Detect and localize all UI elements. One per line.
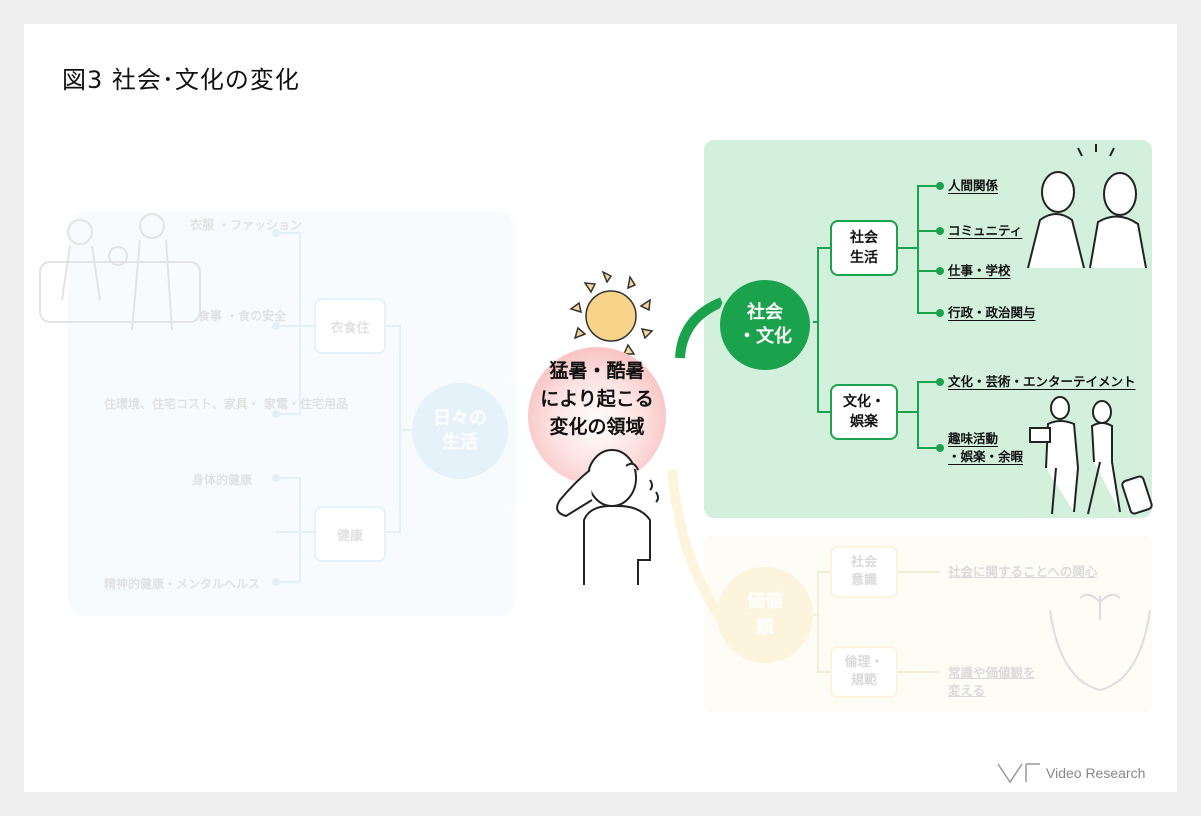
box-ethics-norms: 倫理・ 規範 — [830, 646, 898, 698]
sun-icon — [569, 270, 654, 361]
item-food: 食事 ・食の安全 — [198, 309, 287, 323]
box-social-life: 社会 生活 — [830, 220, 898, 276]
circle-society-culture: 社会 ・文化 — [717, 277, 813, 373]
box-clothing-food-housing: 衣食住 — [314, 298, 386, 354]
figure-title: 図3 社会･文化の変化 — [62, 66, 300, 94]
item-relationships: 人間関係 — [948, 178, 999, 193]
circle-values: 価値 観 — [717, 567, 813, 663]
family-sofa-icon — [39, 213, 201, 331]
travellers-icon — [1029, 396, 1153, 515]
video-research-logo-icon — [997, 763, 1040, 784]
item-clothing: 衣服 ・ファッション — [190, 218, 303, 232]
item-politics: 行政・政治関与 — [948, 305, 1036, 320]
item-social-interest: 社会に関することへの関心 — [948, 564, 1098, 579]
center-heat-label: 猛暑・酷暑 により起こる 変化の領域 — [540, 360, 654, 438]
item-work-school: 仕事・学校 — [948, 263, 1011, 278]
item-physical-health: 身体的健康 — [192, 473, 253, 487]
item-community: コミュニティ — [948, 223, 1023, 238]
chatting-women-icon — [1027, 171, 1147, 269]
item-hobbies-leisure: 趣味活動 ・娯楽・余暇 — [948, 431, 1024, 464]
hands-plant-icon — [1049, 593, 1151, 692]
bottom-panel-bg — [704, 536, 1152, 712]
left-panel-bg — [68, 212, 516, 616]
item-housing: 住環境、住宅コスト、家具・ 家電・住宅用品 — [104, 397, 348, 411]
box-culture-entertainment: 文化・ 娯楽 — [830, 384, 898, 440]
box-social-awareness: 社会 意識 — [830, 546, 898, 598]
circle-daily-life: 日々の 生活 — [412, 383, 508, 479]
company-logo-text: Video Research — [1046, 765, 1146, 781]
item-arts-entertainment: 文化・芸術・エンターテイメント — [948, 374, 1136, 389]
item-mental-health: 精神的健康・メンタルヘルス — [104, 577, 261, 591]
box-health: 健康 — [314, 506, 386, 562]
sweating-person-icon — [556, 449, 651, 585]
item-change-common-sense: 常識や価値観を 変える — [948, 665, 1036, 698]
